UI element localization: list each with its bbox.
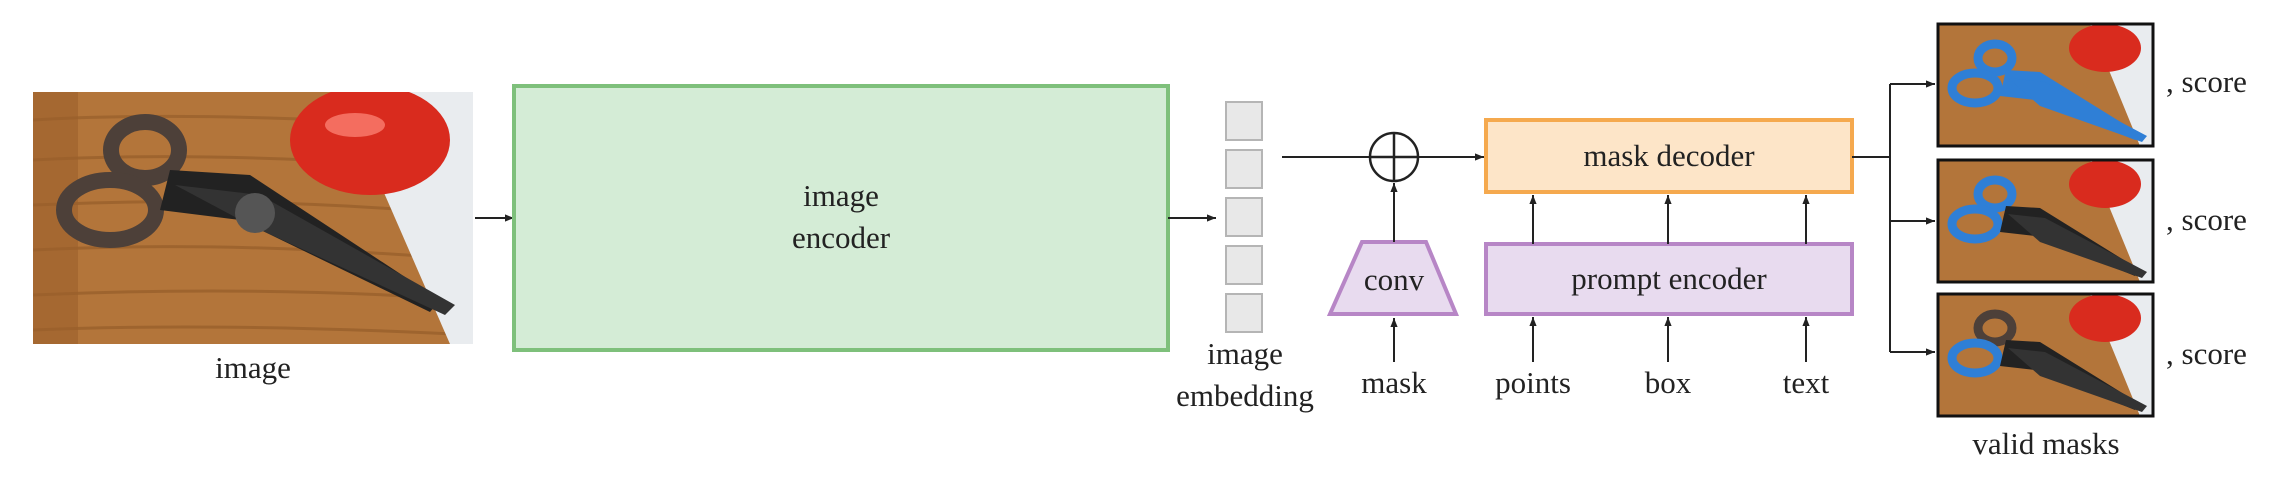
image-embedding-tokens — [1225, 101, 1263, 333]
red-cap — [290, 92, 450, 195]
embedding-token — [1225, 101, 1263, 141]
image-encoder-label-line2: encoder — [791, 220, 891, 255]
score-label-2: , score — [2166, 202, 2247, 237]
image-encoder-label-line1: image — [803, 178, 879, 213]
scissors — [56, 114, 455, 315]
embedding-token — [1225, 197, 1263, 237]
mask-thumbnail-2 — [1936, 158, 2155, 284]
conv-label: conv — [1363, 262, 1425, 297]
mask-thumbnail-3 — [1936, 292, 2155, 418]
embedding-token — [1225, 293, 1263, 333]
score-label-3: , score — [2166, 336, 2247, 371]
valid-masks-label: valid masks — [1972, 426, 2120, 461]
mask-decoder-box — [1484, 118, 1854, 194]
text-label: text — [1782, 365, 1830, 400]
embedding-token — [1225, 245, 1263, 285]
conv-block — [1326, 240, 1459, 316]
box-label: box — [1644, 365, 1692, 400]
prompt-encoder-box — [1484, 242, 1854, 316]
image-label: image — [215, 350, 291, 385]
points-label: points — [1495, 365, 1571, 400]
embedding-token — [1225, 149, 1263, 189]
prompt-encoder-label: prompt encoder — [1571, 261, 1767, 296]
image-embedding-label-line1: image — [1207, 336, 1283, 371]
mask-input-label: mask — [1361, 365, 1427, 400]
mask-thumbnail-1 — [1936, 22, 2155, 148]
image-embedding-label-line2: embedding — [1176, 378, 1314, 413]
mask-decoder-label: mask decoder — [1583, 138, 1755, 173]
image-encoder-box — [512, 84, 1170, 352]
input-image — [33, 92, 473, 344]
decoder-fanout — [1852, 84, 1891, 352]
score-label-1: , score — [2166, 64, 2247, 99]
red-cap-highlight — [325, 113, 385, 137]
